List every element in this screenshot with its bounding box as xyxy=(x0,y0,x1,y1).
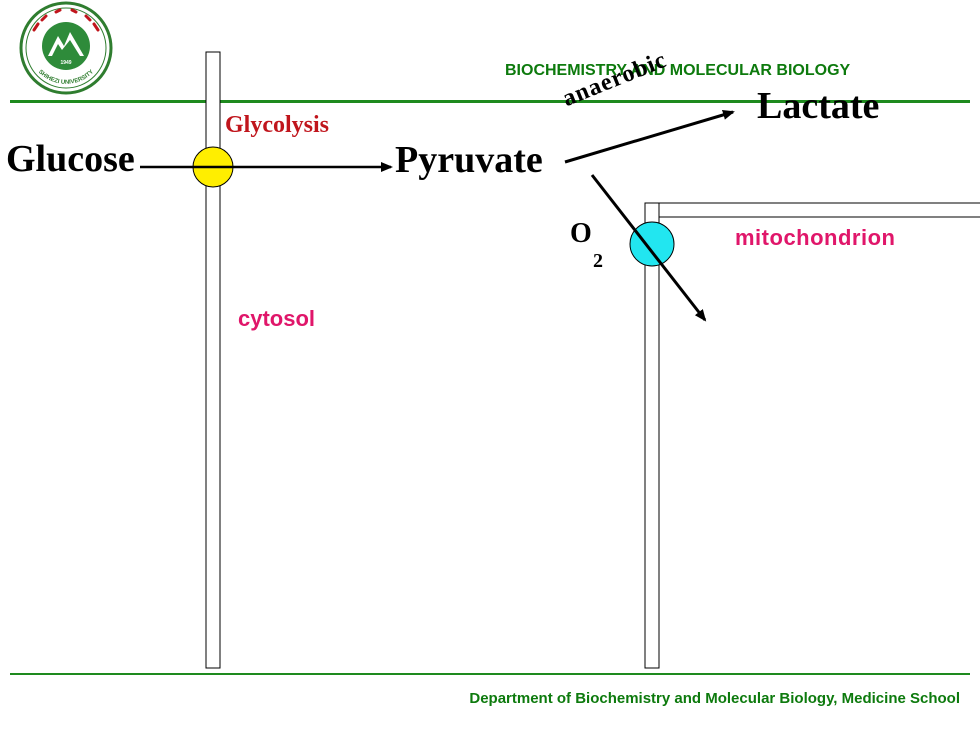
pyruvate-to-mitochondrion-arrow xyxy=(590,174,707,322)
mitochondrion-label: mitochondrion xyxy=(735,225,896,250)
glucose-label: Glucose xyxy=(6,138,135,180)
cytosol-label: cytosol xyxy=(238,306,316,331)
oxygen-symbol: O xyxy=(570,218,592,249)
glycolysis-label: Glycolysis xyxy=(225,112,330,138)
header-rule xyxy=(10,100,970,103)
pyruvate-transporter xyxy=(629,221,675,267)
mitochondrion-membrane xyxy=(644,202,980,669)
oxygen-subscript: 2 xyxy=(593,250,603,272)
footer-rule xyxy=(10,673,970,675)
cell-membrane xyxy=(205,51,221,669)
lactate-label: Lactate xyxy=(757,85,880,127)
footer-text: Department of Biochemistry and Molecular… xyxy=(469,690,960,707)
pyruvate-label: Pyruvate xyxy=(395,139,543,181)
header-title: BIOCHEMISTRY AND MOLECULAR BIOLOGY xyxy=(505,62,851,79)
svg-text:1949: 1949 xyxy=(60,60,71,66)
pyruvate-to-lactate-arrow xyxy=(564,110,735,164)
university-seal-icon: 1949 SHIHEZI UNIVERSITY xyxy=(19,1,113,95)
